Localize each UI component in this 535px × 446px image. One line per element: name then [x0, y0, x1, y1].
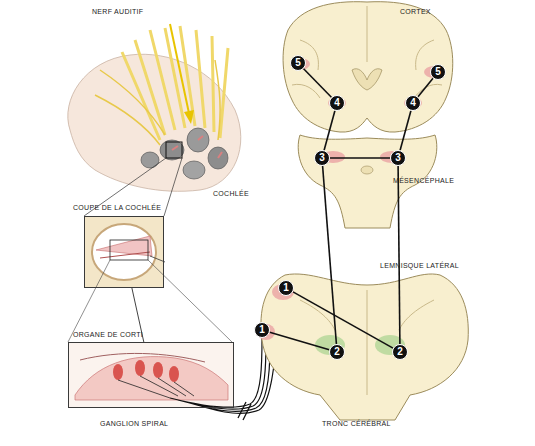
callout-digit: 4 — [334, 98, 340, 108]
gyrus-line — [292, 6, 442, 98]
callout-number: 4 — [329, 95, 345, 111]
nerve-pathway — [293, 292, 393, 348]
inset-heading: COUPE DE LA COCHLÉE — [73, 204, 161, 211]
nerve-pathway — [323, 166, 337, 344]
inset-box: ORGANE DE CORTI — [68, 342, 234, 408]
structure-label: TRONC CÉRÉBRAL — [322, 420, 391, 427]
structure-label: NERF AUDITIF — [92, 8, 143, 15]
brainstem-section — [261, 274, 468, 420]
nerve-pathway — [400, 111, 411, 151]
hair-cell — [169, 366, 179, 382]
callout-digit: 3 — [319, 153, 325, 163]
callout-digit: 5 — [435, 67, 441, 77]
structure-label: LEMNISQUE LATÉRAL — [380, 262, 459, 269]
callout-number: 4 — [405, 95, 421, 111]
cochlea-turn — [141, 152, 159, 168]
nerve-pathway — [304, 69, 332, 98]
pointer-arrowhead — [184, 110, 194, 124]
cochlear-duct — [92, 224, 156, 280]
callout-number: 3 — [390, 150, 406, 166]
inset-box: COUPE DE LA COCHLÉE — [84, 216, 164, 288]
callout-number: 1 — [254, 322, 270, 338]
zoom-frame — [110, 240, 148, 260]
callout-number: 3 — [314, 150, 330, 166]
callout-digit: 4 — [410, 98, 416, 108]
callout-number: 1 — [278, 280, 294, 296]
nerve-pathway — [330, 157, 390, 159]
callout-number: 2 — [392, 344, 408, 360]
pointer-arrow — [170, 24, 190, 118]
cochlea-turn — [183, 161, 205, 179]
callout-digit: 1 — [259, 325, 265, 335]
nerve-pathway — [270, 332, 330, 349]
nerve-branch — [150, 256, 165, 262]
aqueduct — [361, 166, 373, 174]
hair-cell — [113, 364, 123, 380]
nerve-pathway — [324, 111, 335, 151]
basilar-membrane — [100, 252, 150, 258]
callout-number: 2 — [329, 344, 345, 360]
tectorial-membrane — [80, 353, 205, 362]
nerve-pathway — [418, 78, 433, 97]
structure-label: CORTEX — [400, 8, 431, 15]
nerve-ending — [118, 376, 194, 398]
hair-cell — [135, 360, 145, 376]
structure-label: COCHLÉE — [213, 190, 249, 197]
organ-fill — [69, 343, 233, 407]
callout-digit: 3 — [395, 153, 401, 163]
inset-heading: ORGANE DE CORTI — [73, 331, 143, 338]
corti-tissue — [75, 357, 228, 400]
zoom-line — [68, 260, 232, 342]
bone-fill — [85, 217, 163, 287]
callout-digit: 2 — [334, 347, 340, 357]
zoom-frame — [166, 142, 182, 158]
structure-label: GANGLION SPIRAL — [100, 420, 168, 427]
break-mark — [238, 402, 251, 420]
hair-cell — [153, 362, 163, 378]
cortex-section — [283, 2, 453, 132]
nerve-pathway — [398, 166, 400, 344]
callout-number: 5 — [290, 55, 306, 71]
ventricle — [352, 69, 382, 90]
callout-digit: 1 — [283, 283, 289, 293]
brainstem-line — [300, 290, 434, 395]
cochlea-highlight — [172, 136, 222, 158]
callout-number: 5 — [430, 64, 446, 80]
structure-label: MÉSENCÉPHALE — [393, 177, 454, 184]
callout-digit: 2 — [397, 347, 403, 357]
callout-digit: 5 — [295, 58, 301, 68]
